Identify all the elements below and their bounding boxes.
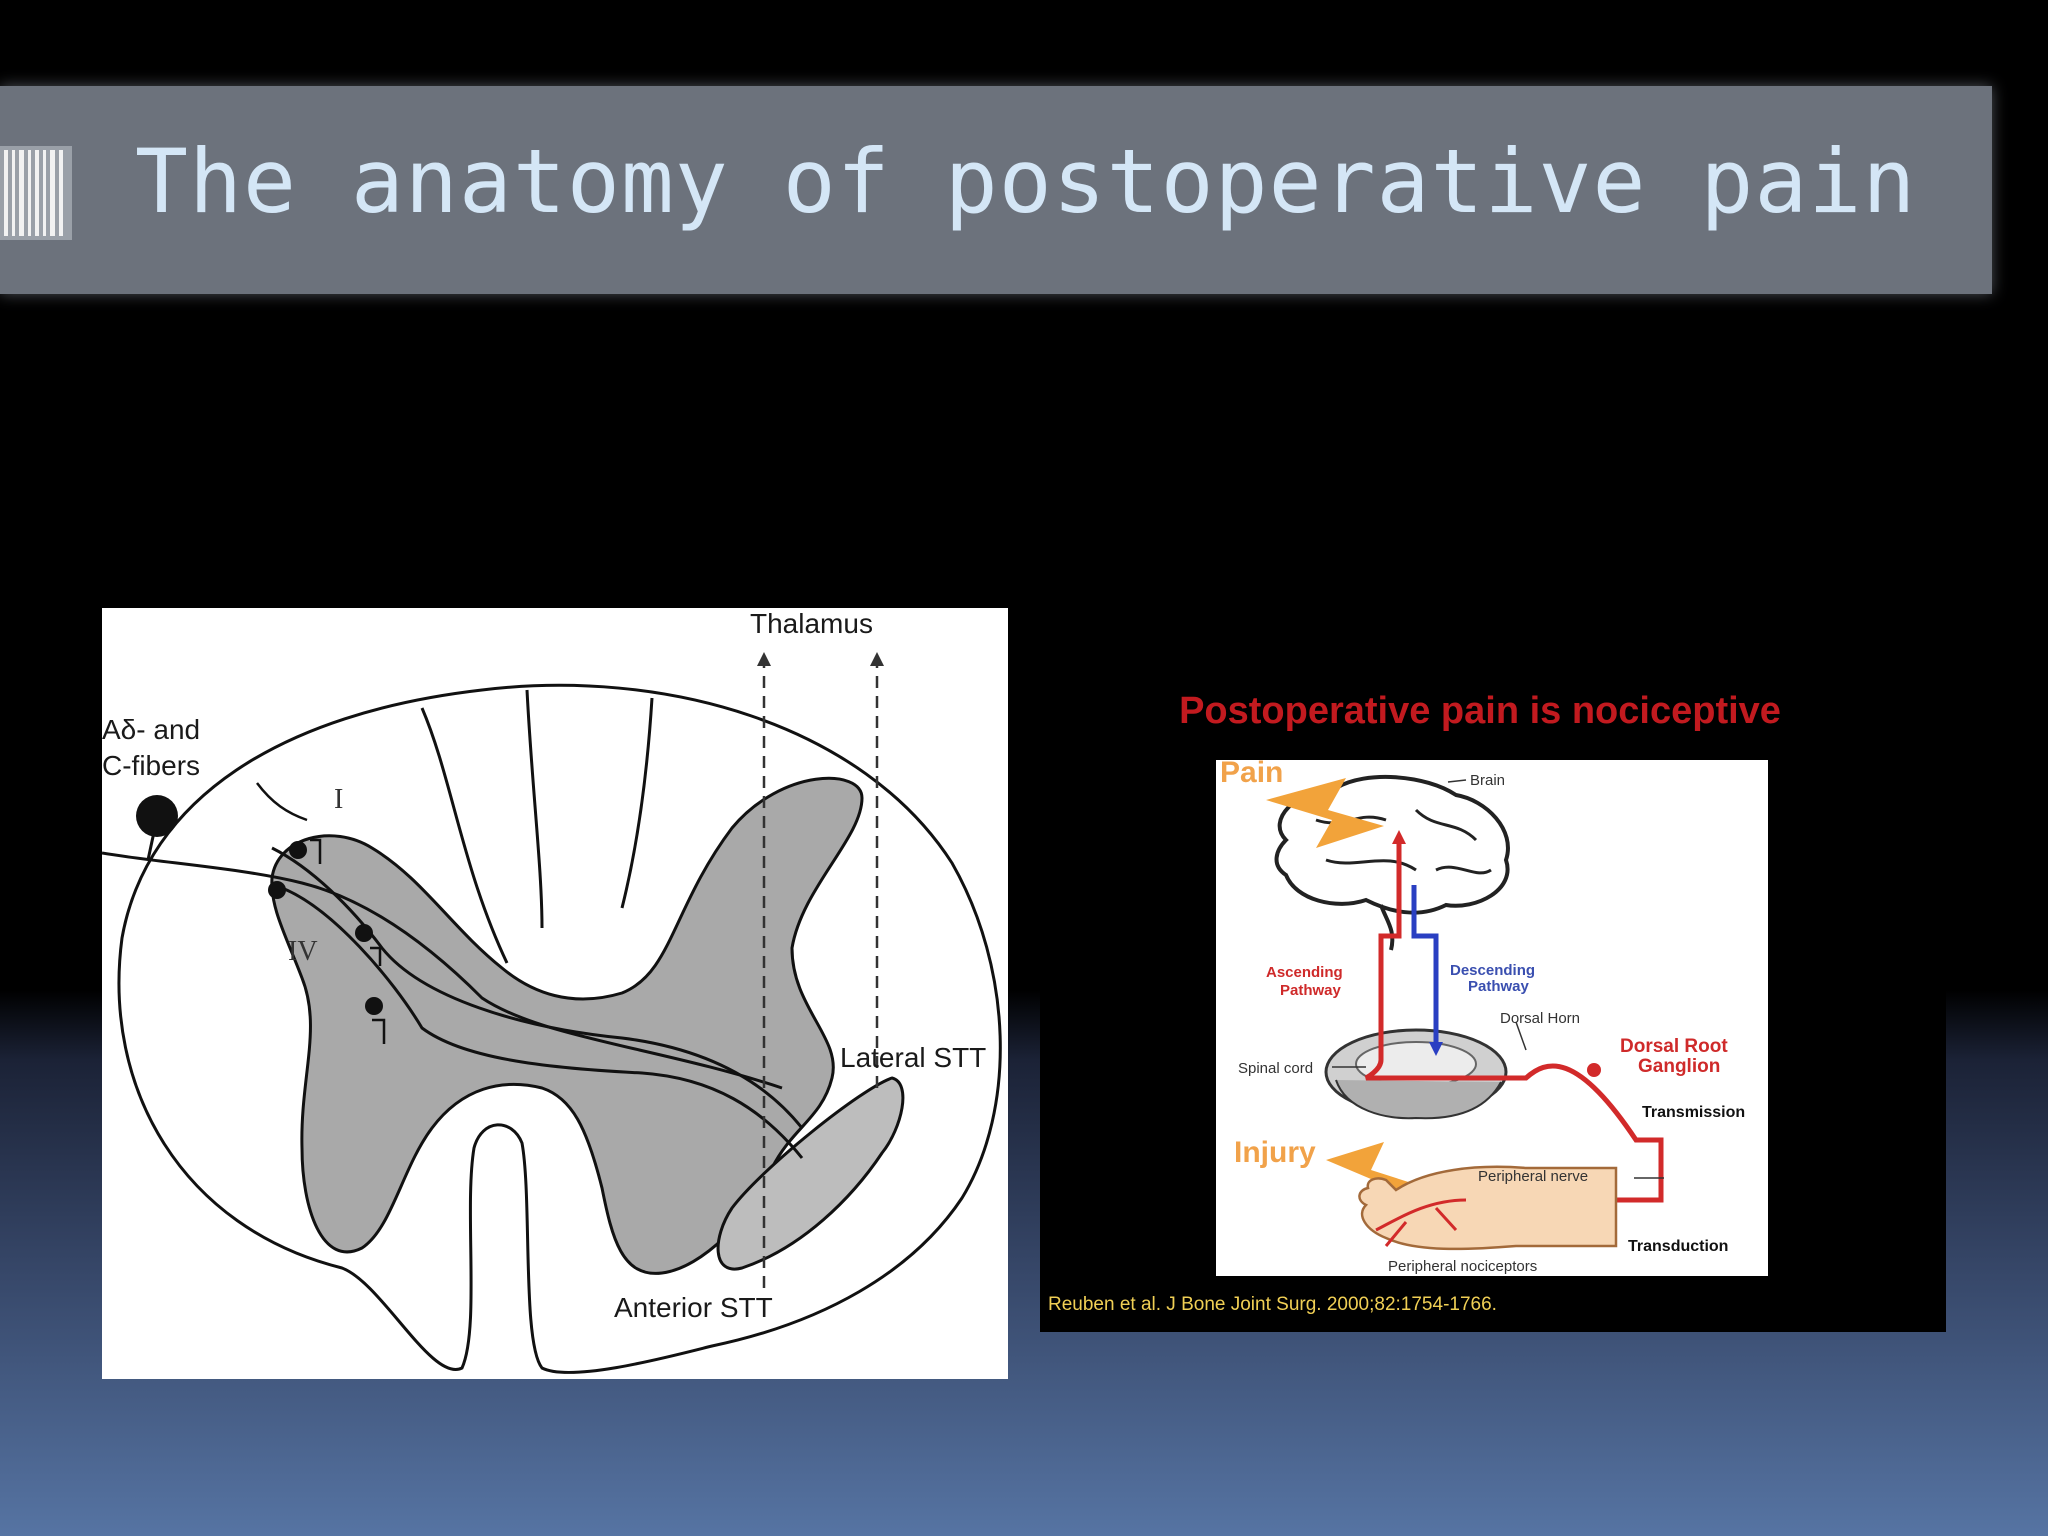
pathway-illustration-panel: Pain Brain Ascending Pathway Descending … — [1216, 756, 1768, 1276]
label-drg-line1: Dorsal Root — [1620, 1036, 1728, 1057]
label-transduction: Transduction — [1628, 1238, 1729, 1255]
dorsal-root-ganglion-icon — [136, 795, 178, 837]
figure-title: Postoperative pain is nociceptive — [1179, 690, 1781, 732]
arrowhead-icon — [870, 652, 884, 666]
label-lamina-i: I — [334, 784, 344, 815]
dorsal-column-line — [620, 697, 654, 909]
label-descending-line1: Descending — [1450, 962, 1536, 979]
spinal-cord-cross-section-figure: Thalamus Aδ- and C-fibers I IV Lateral S… — [102, 608, 1008, 1379]
label-descending-line2: Pathway — [1468, 978, 1529, 995]
barcode-decoration-icon — [0, 146, 72, 240]
neuron-icon — [289, 841, 307, 859]
fiber-tract — [102, 851, 783, 1090]
pathway-drawing — [1266, 774, 1664, 1251]
gray-matter — [270, 776, 864, 1275]
label-lamina-iv: IV — [288, 936, 318, 967]
label-brain: Brain — [1470, 772, 1506, 789]
dorsal-column-line — [525, 689, 544, 929]
label-peripheral-nerve: Peripheral nerve — [1478, 1168, 1589, 1185]
lamina-boundary — [256, 782, 308, 822]
spinal-cord-drawing — [102, 652, 1002, 1374]
label-fibers-line2: C-fibers — [102, 750, 201, 781]
label-ascending-line1: Ascending — [1266, 964, 1343, 981]
label-pain: Pain — [1220, 756, 1284, 789]
label-thalamus: Thalamus — [750, 608, 873, 639]
label-drg-line2: Ganglion — [1638, 1056, 1721, 1077]
slide-title: The anatomy of postoperative pain — [135, 130, 1917, 233]
nociceptive-pathway-figure: Postoperative pain is nociceptive — [1040, 676, 1946, 1332]
arrowhead-icon — [1392, 830, 1406, 844]
neuron-icon — [365, 997, 383, 1015]
label-spinal-cord: Spinal cord — [1238, 1060, 1314, 1077]
descending-pathway-line — [1411, 885, 1439, 1045]
label-dorsal-horn: Dorsal Horn — [1500, 1010, 1581, 1027]
lightning-bolt-icon — [1266, 778, 1384, 848]
hand-icon — [1358, 1165, 1618, 1251]
label-ascending-line2: Pathway — [1280, 982, 1341, 999]
label-anterior-stt: Anterior STT — [614, 1292, 773, 1323]
neuron-icon — [268, 881, 286, 899]
citation-text: Reuben et al. J Bone Joint Surg. 2000;82… — [1048, 1294, 1497, 1315]
arrowhead-icon — [757, 652, 771, 666]
label-fibers-line1: Aδ- and — [102, 714, 201, 745]
label-lateral-stt: Lateral STT — [840, 1042, 987, 1073]
label-peripheral-nociceptors: Peripheral nociceptors — [1388, 1258, 1538, 1275]
fiber-tract — [281, 886, 804, 1159]
label-transmission: Transmission — [1642, 1104, 1746, 1121]
arrowhead-icon — [1429, 1042, 1443, 1056]
fiber-tract — [271, 846, 804, 1129]
title-bar: The anatomy of postoperative pain — [0, 86, 1992, 294]
neuron-icon — [355, 924, 373, 942]
dorsal-column-line — [420, 707, 509, 964]
label-injury: Injury — [1234, 1136, 1316, 1169]
dorsal-root-ganglion-icon — [1587, 1063, 1601, 1077]
